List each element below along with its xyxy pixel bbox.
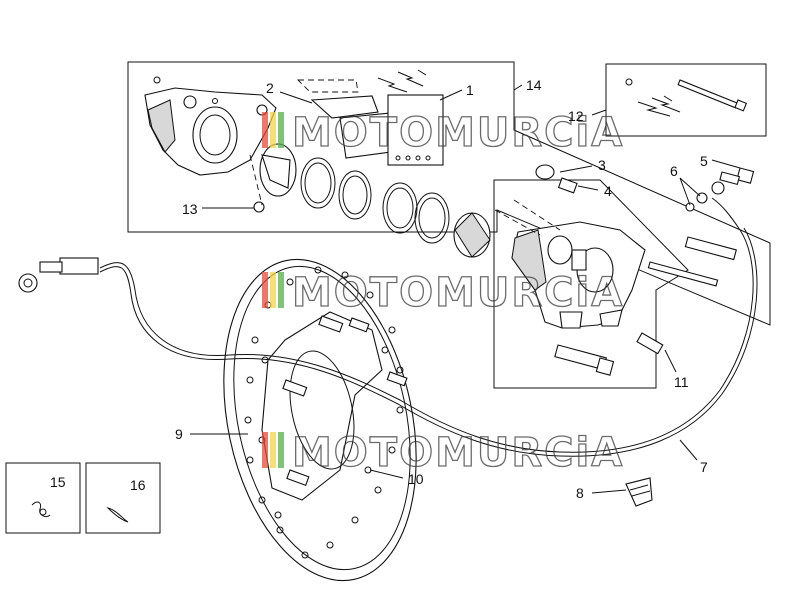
hose-clip	[625, 477, 653, 507]
callout-8: 8	[576, 485, 584, 501]
caliper-pins	[554, 236, 737, 376]
assembly-lines	[249, 154, 561, 236]
callout-14: 14	[526, 77, 542, 93]
callout-4: 4	[604, 183, 612, 199]
disc-bolts	[282, 315, 408, 487]
watermark-text: MOTOMURCiA	[292, 270, 624, 316]
callout-1: 1	[466, 82, 474, 98]
disc-vent-holes	[244, 266, 404, 559]
brake-hose	[18, 197, 758, 457]
callout-2: 2	[266, 80, 274, 96]
callout-3: 3	[598, 157, 606, 173]
callout-16: 16	[130, 477, 146, 493]
callout-12: 12	[568, 108, 584, 124]
watermark-text: MOTOMURCiA	[292, 430, 624, 476]
callout-9: 9	[175, 426, 183, 442]
rear-brake-caliper	[511, 221, 646, 329]
callout-6: 6	[670, 163, 678, 179]
callout-7: 7	[700, 459, 708, 475]
kit-box-15	[5, 462, 81, 534]
watermark-text: MOTOMURCiA	[292, 110, 624, 156]
bleed-valve	[535, 164, 578, 194]
watermark-1: MOTOMURCiA	[262, 109, 624, 157]
watermark-2: MOTOMURCiA	[262, 269, 624, 317]
callout-10: 10	[408, 471, 424, 487]
kit-box-16	[85, 462, 161, 534]
pistons-and-seals	[253, 143, 491, 258]
watermark-3: MOTOMURCiA	[262, 429, 624, 477]
rear-caliper-box	[493, 179, 689, 389]
banjo-bolt	[685, 167, 755, 212]
callout-5: 5	[700, 153, 708, 169]
kit-box-14	[127, 61, 771, 326]
brake-caliper-bracket	[144, 76, 277, 176]
kit-box-12	[605, 63, 767, 137]
callout-15: 15	[50, 474, 66, 490]
leader-lines	[190, 84, 741, 494]
callout-13: 13	[182, 201, 198, 217]
callout-numbers: 1 2 3 4 5 6 7 8 9 10 11 12 13 14 15 16	[50, 77, 708, 501]
brake-pads	[296, 69, 444, 166]
callout-11: 11	[674, 374, 689, 390]
